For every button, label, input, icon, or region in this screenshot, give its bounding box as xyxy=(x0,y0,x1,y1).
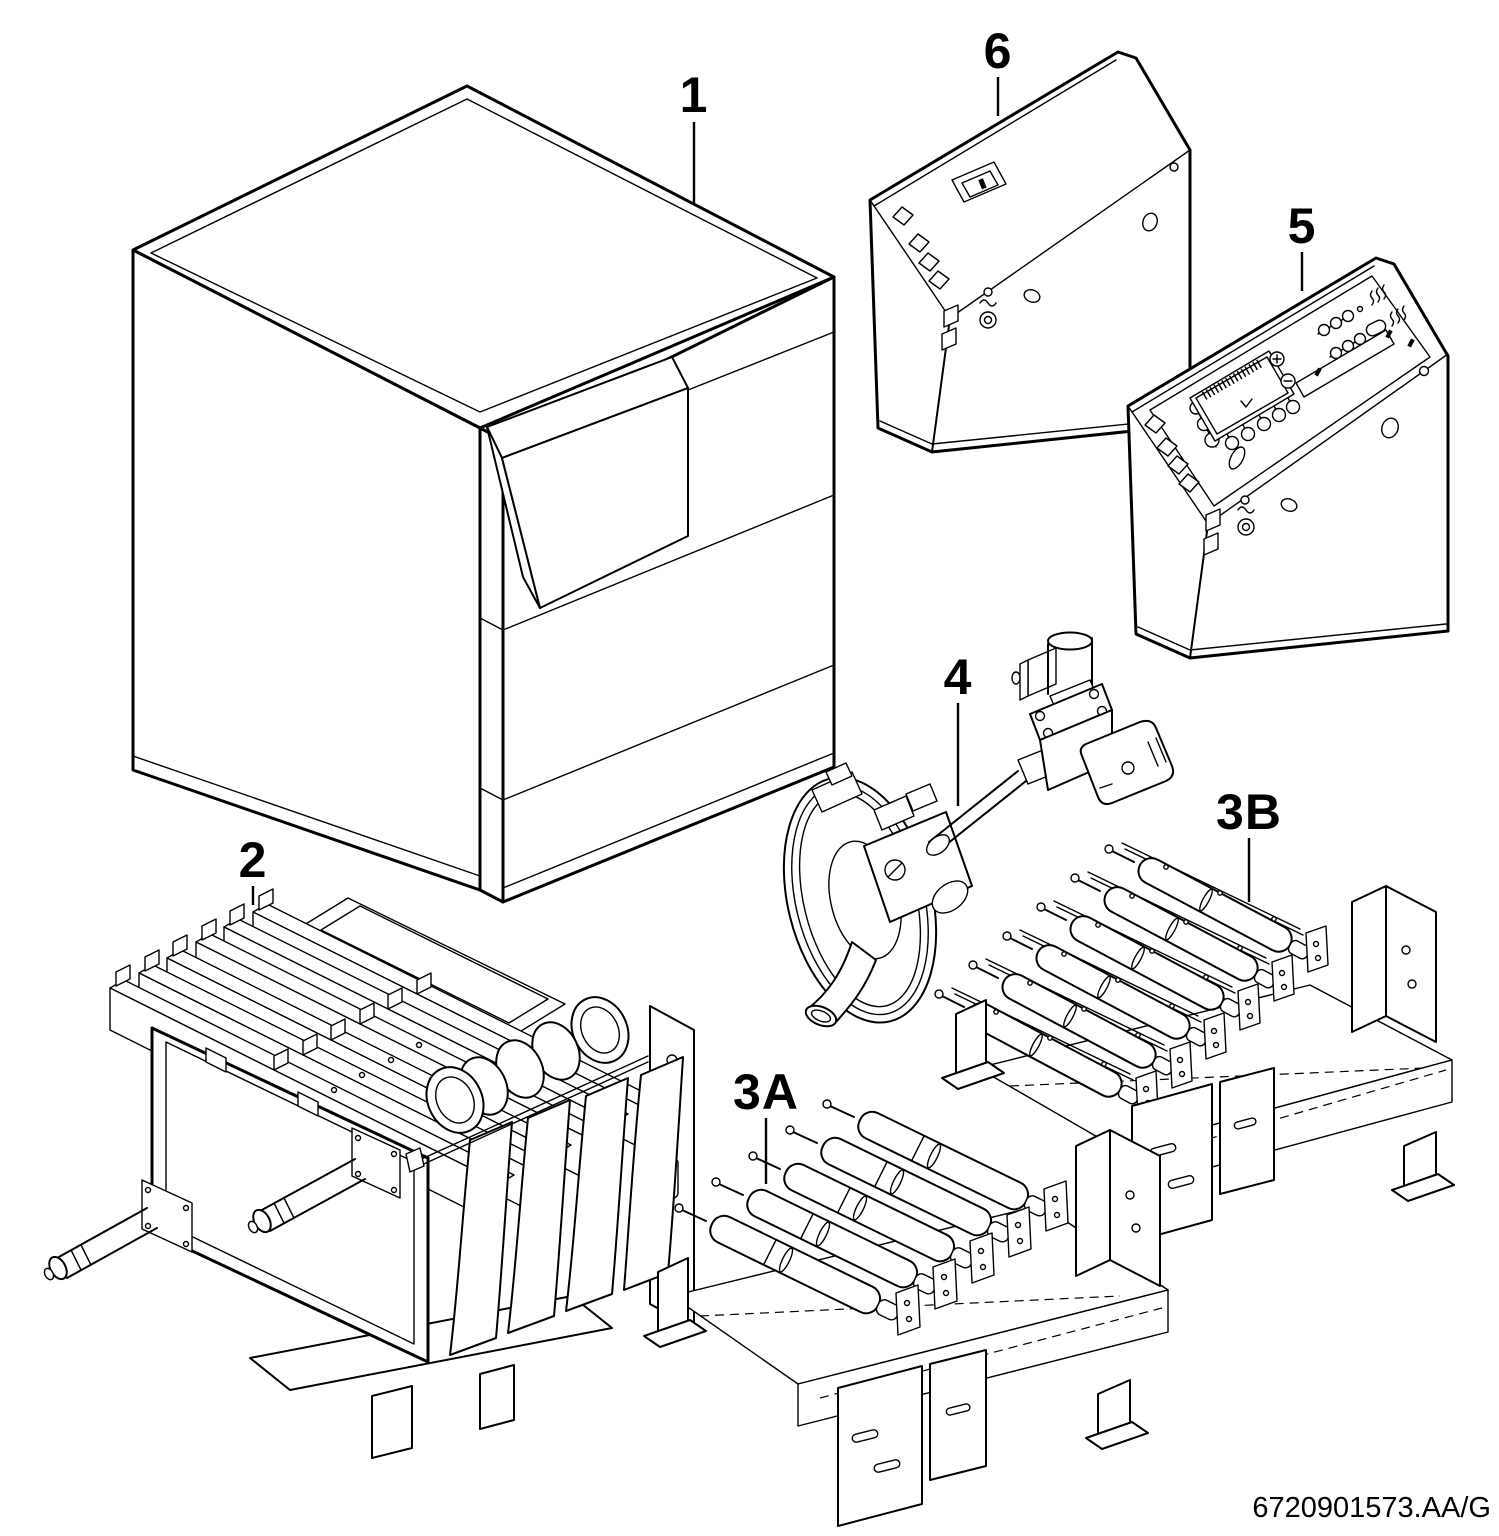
cast-section-fins xyxy=(449,1056,684,1356)
callout-1: 1 xyxy=(679,67,709,123)
solenoid-valve xyxy=(1011,631,1175,806)
callout-3b: 3B xyxy=(1216,784,1282,840)
callout-2: 2 xyxy=(238,832,268,888)
burner-tubes-3b xyxy=(934,842,1329,1118)
callout-3a: 3A xyxy=(733,1064,799,1120)
control-panel-6-drawing xyxy=(868,50,1192,454)
callout-5: 5 xyxy=(1287,198,1317,254)
callout-4: 4 xyxy=(943,649,973,705)
panel5-button-row xyxy=(1224,397,1301,451)
heat-exchanger-drawing xyxy=(43,888,695,1459)
callout-6: 6 xyxy=(983,23,1013,79)
reference-number: 6720901573.AA/G xyxy=(1252,1492,1491,1524)
gas-valve-assembly-drawing xyxy=(782,631,1175,1028)
display-module xyxy=(1189,350,1295,442)
water-pipe-lower xyxy=(43,1179,193,1281)
casing-front-edge xyxy=(478,426,505,904)
water-pipe-upper xyxy=(247,1127,401,1234)
burner-assembly-3b-drawing xyxy=(934,842,1455,1243)
tie-rod xyxy=(405,1055,649,1173)
boiler-casing-drawing xyxy=(131,84,836,904)
burner-tubes-3a xyxy=(674,1099,1069,1336)
burner-assembly-3a-drawing xyxy=(643,1099,1169,1527)
callout-leaders xyxy=(251,77,1304,1184)
casing-console-front xyxy=(501,387,689,609)
collector-sleeve xyxy=(425,996,630,1134)
panel6-buttons xyxy=(892,206,950,290)
control-panel-5-drawing xyxy=(1126,256,1450,660)
panel5-buttons-left xyxy=(1144,414,1200,493)
